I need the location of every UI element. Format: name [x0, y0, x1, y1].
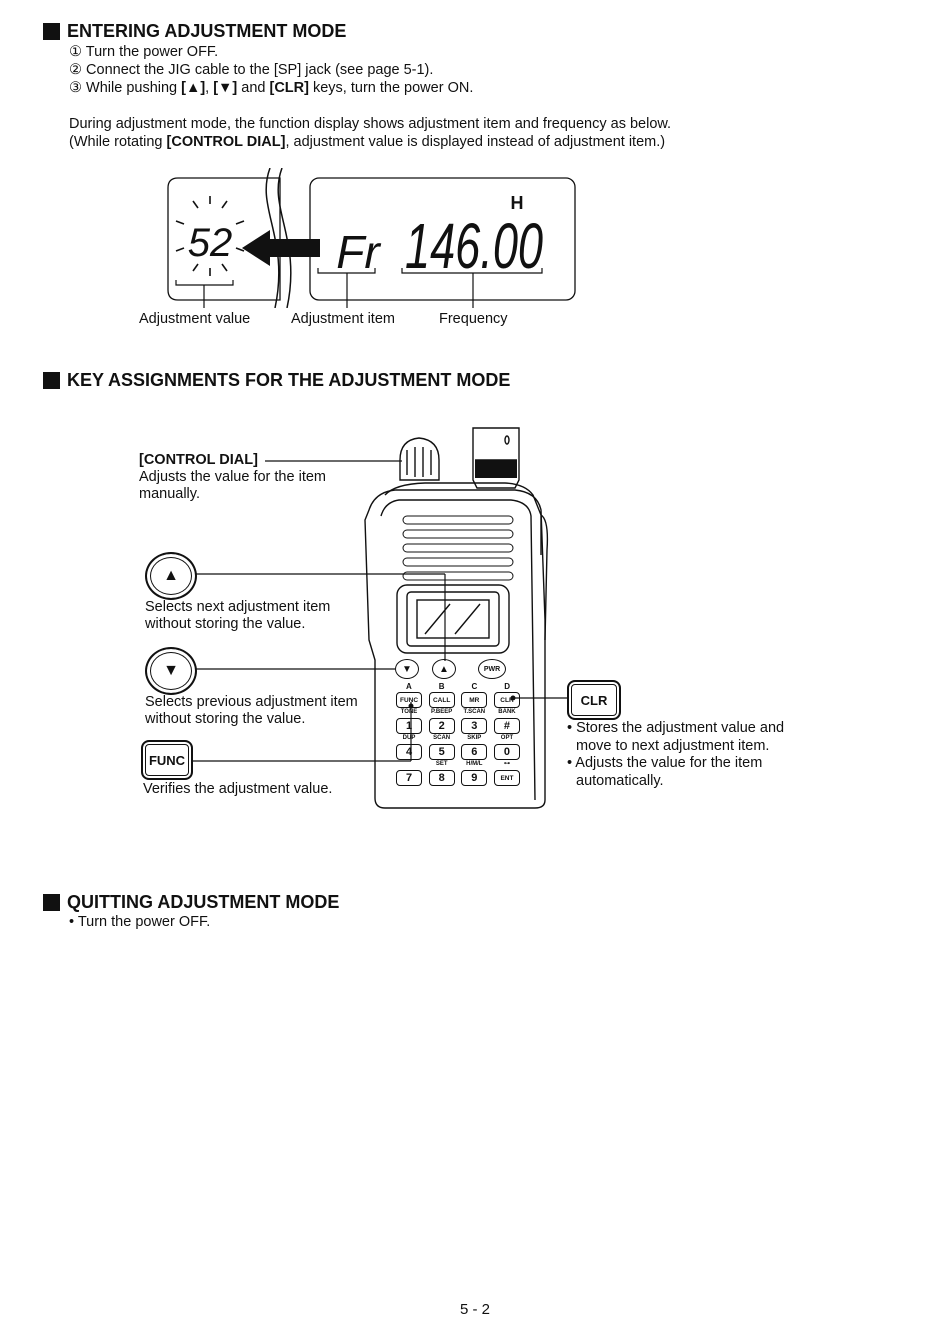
- callout-down: Selects previous adjustment item without…: [145, 694, 358, 727]
- heading-square-icon: [43, 894, 60, 911]
- section-heading-keys: KEY ASSIGNMENTS FOR THE ADJUSTMENT MODE: [43, 370, 510, 391]
- page-number: 5 - 2: [459, 1301, 490, 1318]
- radio-key-sublabel: SCAN: [433, 735, 451, 741]
- heading-text: ENTERING ADJUSTMENT MODE: [67, 21, 347, 41]
- heading-square-icon: [43, 372, 60, 389]
- radio-key[interactable]: 2: [428, 718, 455, 734]
- func-key-button[interactable]: FUNC: [141, 740, 193, 780]
- radio-key[interactable]: 6: [461, 744, 488, 760]
- callout-func: Verifies the adjustment value.: [143, 781, 333, 797]
- radio-key[interactable]: 0: [493, 744, 520, 760]
- callout-clr: • Stores the adjustment value and move t…: [567, 720, 785, 789]
- radio-key[interactable]: MR: [461, 692, 488, 708]
- blink-rays: [175, 196, 245, 276]
- step-2: ② Connect the JIG cable to the [SP] jack…: [69, 62, 434, 78]
- down-triangle-icon: ▼: [163, 662, 179, 679]
- radio-key-sublabels: TONE P.BEEP T.SCAN BANK: [396, 708, 520, 717]
- radio-key[interactable]: 8: [428, 770, 455, 786]
- heading-square-icon: [43, 23, 60, 40]
- step-3: ③ While pushing [▲], [▼] and [CLR] keys,…: [69, 80, 474, 96]
- up-triangle-icon: ▲: [163, 567, 179, 584]
- label-frequency: Frequency: [439, 311, 508, 327]
- radio-key[interactable]: 4: [396, 744, 422, 760]
- section-heading-entering: ENTERING ADJUSTMENT MODE: [43, 21, 346, 42]
- radio-down-key[interactable]: ▼: [395, 659, 419, 679]
- adjustment-item-text: Fr: [336, 226, 381, 278]
- left-arrow-icon: [242, 230, 320, 266]
- section-heading-quitting: QUITTING ADJUSTMENT MODE: [43, 892, 339, 913]
- label-adjustment-item: Adjustment item: [291, 311, 395, 327]
- quit-bullet: • Turn the power OFF.: [69, 914, 211, 930]
- radio-key-sublabel: SKIP: [467, 735, 482, 741]
- clr-key-button[interactable]: CLR: [567, 680, 621, 720]
- radio-key[interactable]: 1: [396, 718, 422, 734]
- intro-paragraph-1: During adjustment mode, the function dis…: [69, 116, 672, 132]
- label-adjustment-value: Adjustment value: [139, 311, 251, 327]
- callout-lines: [189, 460, 567, 762]
- radio-key-sublabel: DUP: [402, 735, 416, 741]
- radio-pwr-key[interactable]: PWR: [478, 659, 506, 679]
- radio-key[interactable]: CALL: [428, 692, 455, 708]
- display-illustration: 52 Fr 146.00 H: [167, 168, 576, 308]
- radio-key-sublabel: H/M/L: [466, 761, 483, 767]
- step-1: ① Turn the power OFF.: [69, 44, 219, 60]
- radio-up-key[interactable]: ▲: [432, 659, 456, 679]
- adjustment-value-digits: 52: [188, 221, 233, 265]
- intro-paragraph-2: (While rotating [CONTROL DIAL], adjustme…: [69, 134, 666, 150]
- heading-text: QUITTING ADJUSTMENT MODE: [67, 892, 340, 912]
- radio-key-sublabel: SET: [435, 761, 448, 767]
- radio-key-sublabels: SET H/M/L ⊶: [396, 760, 520, 769]
- frequency-text: 146.00: [405, 210, 543, 282]
- up-key-button[interactable]: ▲: [145, 552, 197, 600]
- callout-control-dial: [CONTROL DIAL] Adjusts the value for the…: [139, 452, 326, 502]
- radio-illustration: [364, 427, 549, 809]
- callout-up: Selects next adjustment item without sto…: [145, 599, 331, 632]
- radio-key[interactable]: 9: [461, 770, 488, 786]
- down-key-button[interactable]: ▼: [145, 647, 197, 695]
- radio-key-sublabel: TONE: [400, 709, 418, 715]
- radio-key[interactable]: 5: [428, 744, 455, 760]
- radio-key-sublabel: ⊶: [503, 761, 510, 767]
- radio-key-sublabel: OPT: [500, 735, 514, 741]
- radio-key-sublabel: T.SCAN: [463, 709, 486, 715]
- radio-key[interactable]: 3: [461, 718, 488, 734]
- radio-key-sublabels: DUP SCAN SKIP OPT: [396, 734, 520, 743]
- radio-key-sublabel: BANK: [498, 709, 516, 715]
- radio-key[interactable]: #: [493, 718, 520, 734]
- power-indicator-h: H: [511, 193, 524, 213]
- radio-key-sublabel: P.BEEP: [431, 709, 453, 715]
- radio-key[interactable]: ENT: [493, 770, 520, 786]
- heading-text: KEY ASSIGNMENTS FOR THE ADJUSTMENT MODE: [67, 370, 511, 390]
- radio-key[interactable]: 7: [396, 770, 422, 786]
